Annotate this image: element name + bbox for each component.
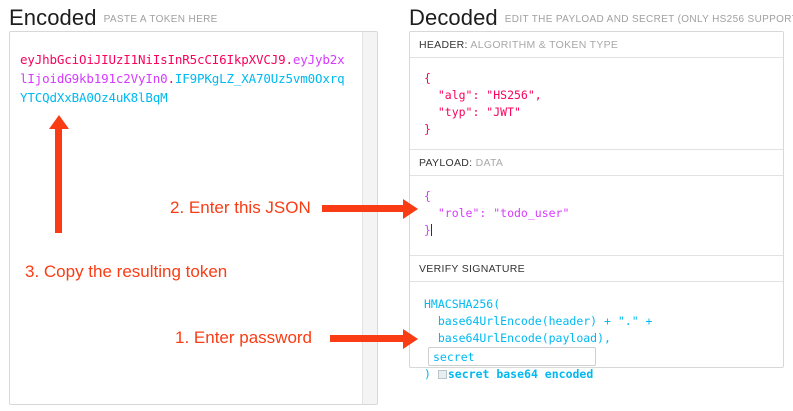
decoded-column-title: Decoded EDIT THE PAYLOAD AND SECRET (ONLY… [409, 5, 793, 31]
header-section-label: HEADER: ALGORITHM & TOKEN TYPE [410, 32, 783, 58]
annotation-arrow-3 [48, 115, 69, 233]
jwt-header-segment: eyJhbGciOiJIUzI1NiIsInR5cCI6IkpXVCJ9 [20, 52, 286, 67]
signature-label-key: VERIFY SIGNATURE [419, 263, 525, 275]
jwt-payload-segment: eyJyb2xlIjoidG9kb191c2VyIn0 [20, 52, 345, 86]
encoded-title: Encoded [9, 5, 97, 30]
jwt-signature-segment: IF9PKgLZ_XA70Uz5vm0OxrqYTCQdXxBA0Oz4uK8l… [20, 71, 345, 105]
encoded-column-title: Encoded PASTE A TOKEN HERE [9, 5, 218, 31]
decoded-subtitle: EDIT THE PAYLOAD AND SECRET (ONLY HS256 … [504, 14, 793, 25]
signature-section-label: VERIFY SIGNATURE [410, 256, 783, 282]
decoded-panel: HEADER: ALGORITHM & TOKEN TYPE { "alg": … [409, 31, 784, 381]
annotation-text-1: 1. Enter password [175, 328, 313, 347]
payload-section-label: PAYLOAD: DATA [410, 150, 783, 176]
decoded-title: Decoded [409, 5, 498, 30]
hmac-line-1: HMACSHA256( [424, 297, 501, 311]
payload-json-editor[interactable]: { "role": "todo_user" } [410, 176, 783, 256]
text-cursor [430, 224, 432, 236]
header-label-key: HEADER: [419, 39, 468, 51]
base64-encoded-checkbox[interactable] [437, 370, 447, 379]
header-label-value: ALGORITHM & TOKEN TYPE [470, 39, 619, 51]
annotation-text-2: 2. Enter this JSON [170, 198, 311, 217]
annotation-text-3: 3. Copy the resulting token [25, 262, 228, 281]
jwt-separator-2: . [167, 71, 176, 86]
hmac-line-3: base64UrlEncode(payload), [424, 331, 611, 345]
encoded-token-panel[interactable]: eyJhbGciOiJIUzI1NiIsInR5cCI6IkpXVCJ9.eyJ… [9, 31, 378, 405]
annotation-arrow-1 [330, 328, 418, 349]
payload-json-text: { "role": "todo_user" } [424, 189, 570, 237]
hmac-line-2: base64UrlEncode(header) + "." + [424, 314, 653, 328]
secret-input[interactable] [428, 347, 596, 366]
payload-label-key: PAYLOAD: [419, 157, 473, 169]
header-json-text: { "alg": "HS256", "typ": "JWT" } [424, 71, 542, 136]
encoded-subtitle: PASTE A TOKEN HERE [103, 14, 218, 25]
payload-label-value: DATA [475, 157, 504, 169]
encoded-scrollbar[interactable] [362, 32, 377, 404]
jwt-separator-1: . [285, 52, 294, 67]
signature-editor: HMACSHA256( base64UrlEncode(header) + ".… [410, 282, 783, 392]
base64-encoded-label: secret base64 encoded [447, 367, 594, 381]
header-json-editor[interactable]: { "alg": "HS256", "typ": "JWT" } [410, 58, 783, 150]
encoded-token-text[interactable]: eyJhbGciOiJIUzI1NiIsInR5cCI6IkpXVCJ9.eyJ… [20, 50, 350, 107]
annotation-arrow-2 [322, 198, 418, 219]
signature-close-paren: ) [424, 367, 431, 381]
